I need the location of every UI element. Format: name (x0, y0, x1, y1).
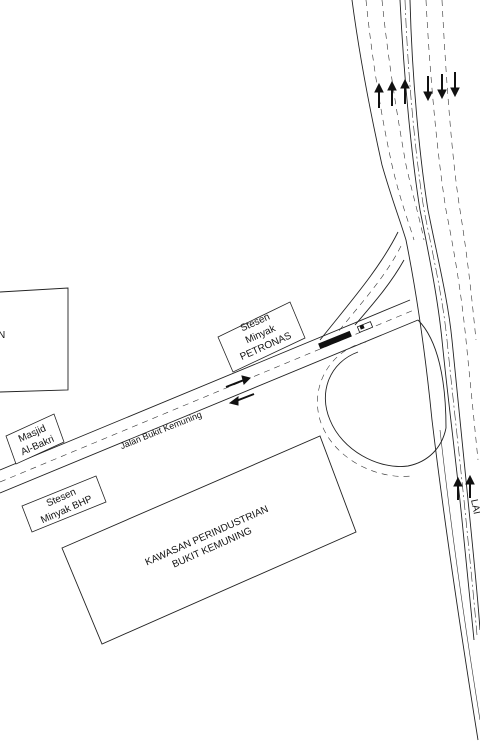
arrow-up-icon (465, 474, 475, 498)
arrow-down-icon (437, 74, 447, 100)
arrow-right-icon (225, 375, 251, 388)
highway-arrows-lower (453, 474, 475, 500)
left-building-label: N (0, 330, 5, 341)
arrow-up-icon (453, 476, 463, 500)
masjid-al-bakri: Masjid Al-Bakri (5, 413, 65, 465)
jalan-bukit-kemuning (0, 299, 419, 494)
highway-arrows-north (374, 78, 410, 108)
left-building: N (0, 287, 69, 393)
vehicle-marker (318, 321, 374, 350)
road-arrows (225, 375, 255, 406)
highway (351, 0, 480, 741)
industrial-area: KAWASAN PERINDUSTRIAN BUKIT KEMUNING (61, 435, 357, 645)
arrow-down-icon (423, 76, 433, 102)
arrow-down-icon (450, 72, 460, 98)
highway-label-cut: LAI (468, 498, 480, 515)
interchange-loop (317, 319, 447, 477)
arrow-up-icon (400, 78, 410, 104)
highway-arrows-south (423, 72, 460, 102)
arrow-up-icon (387, 80, 397, 106)
arrow-left-icon (228, 393, 255, 406)
bhp-station: Stesen Minyak BHP (21, 475, 107, 533)
slip-road (319, 231, 405, 341)
arrow-up-icon (374, 82, 384, 108)
